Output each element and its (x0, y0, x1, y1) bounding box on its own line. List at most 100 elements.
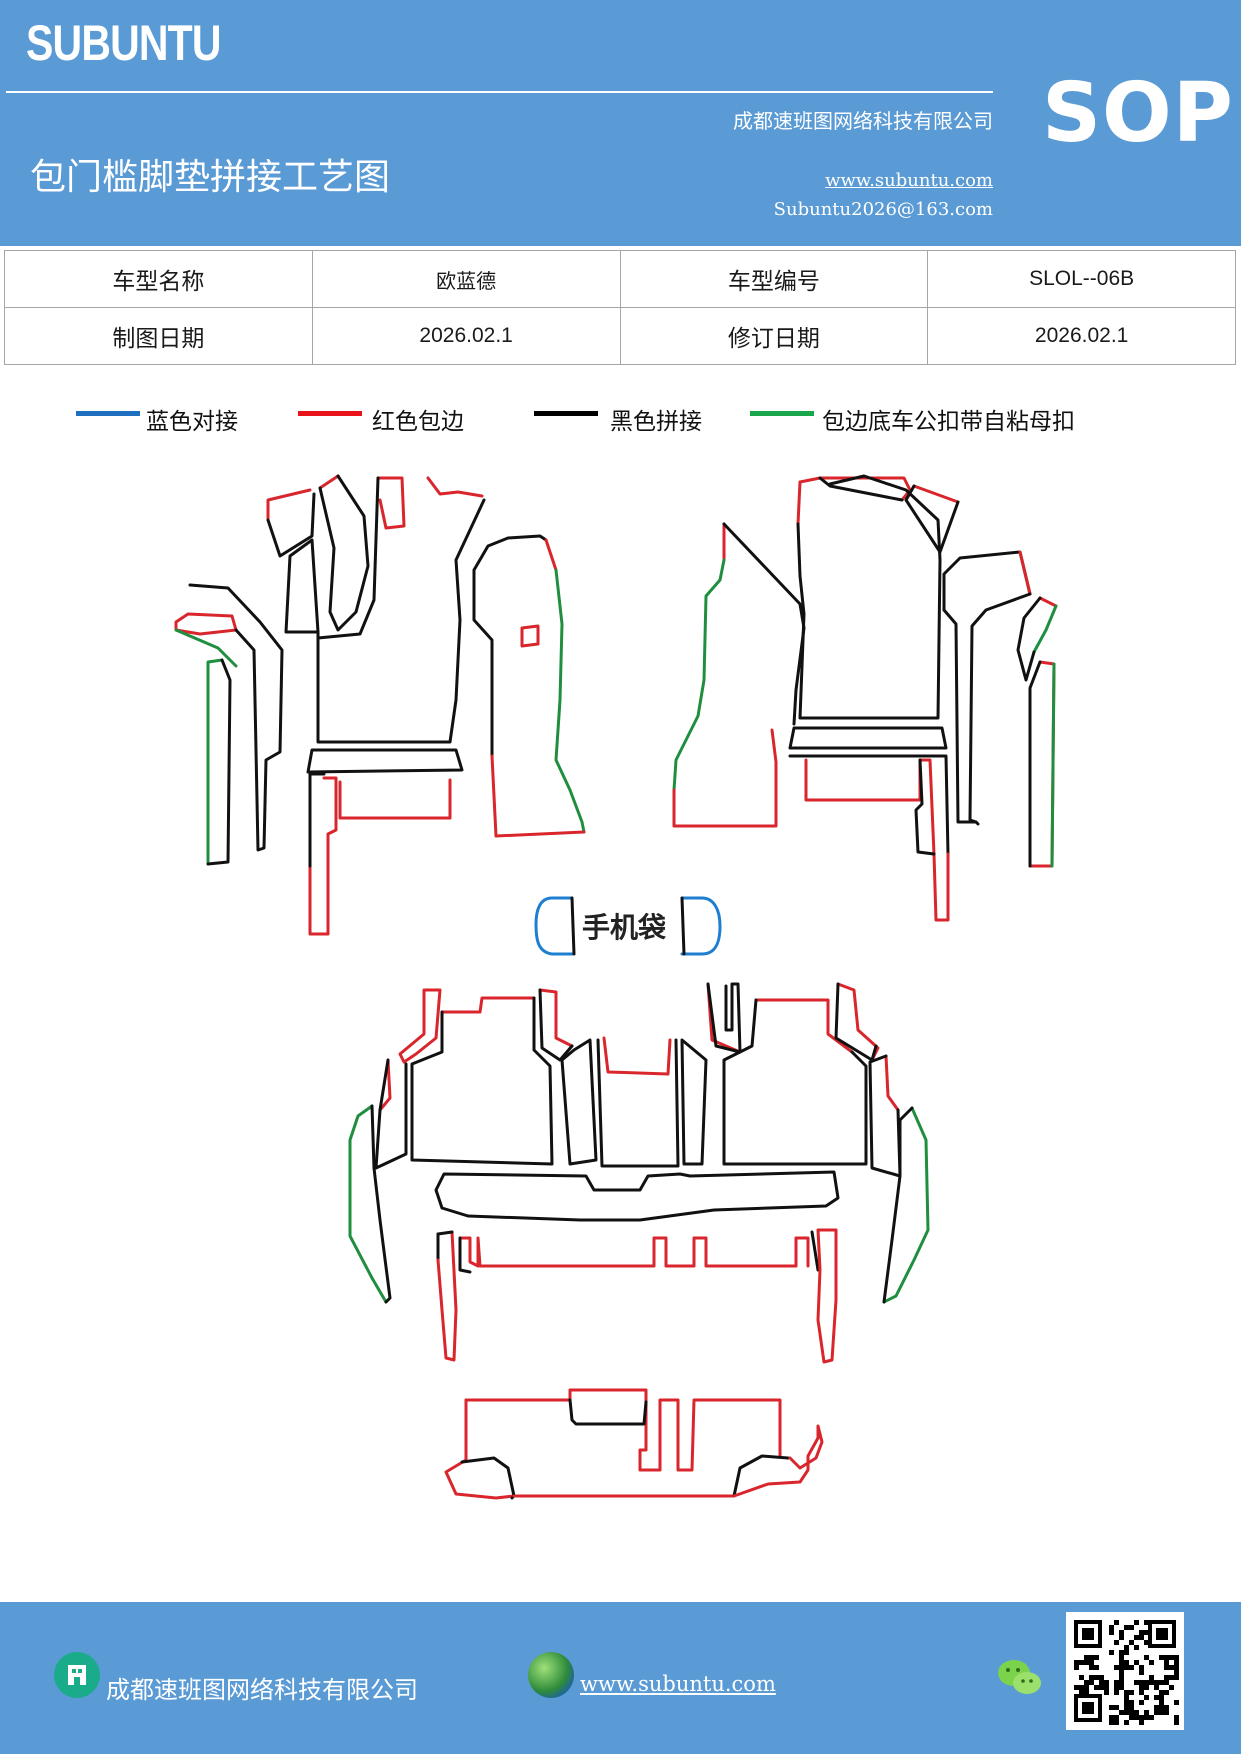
rear-mat-right-black (732, 1454, 790, 1498)
left-sill-strip-black (206, 658, 232, 866)
mid-left-pillar-red (538, 988, 574, 1048)
left-pillar (284, 538, 320, 634)
phone-pocket-left-black (570, 896, 576, 956)
right-under-strip-black (914, 758, 936, 856)
left-rear-panel-bottom-red (490, 754, 586, 838)
brand-logo: SUBUNTU (26, 15, 222, 71)
mid-center-body (596, 1038, 680, 1168)
right-sill-strip-green (1050, 662, 1056, 868)
wechat-icon[interactable] (996, 1656, 1044, 1700)
model-name-value: 欧蓝德 (311, 250, 621, 308)
left-top-tab (266, 492, 316, 558)
left-rear-clip-red (520, 624, 540, 648)
right-top-left-red (796, 480, 802, 526)
legend-label: 蓝色对接 (146, 409, 238, 435)
legend-swatch-blue (76, 411, 140, 416)
mid-sill-lower-red (436, 1230, 458, 1362)
mid-right-sill-black (810, 1230, 820, 1272)
mid-bottom-panel-red (458, 1236, 810, 1268)
legend-label: 包边底车公扣带自粘母扣 (822, 409, 1075, 435)
right-sill-panel-red (804, 758, 922, 802)
mid-right-sill-red (816, 1228, 838, 1364)
mid-far-right-green (882, 1106, 930, 1304)
mid-sill-bar (434, 1170, 840, 1222)
draw-date-label: 制图日期 (4, 307, 313, 365)
document-title: 包门槛脚垫拼接工艺图 (30, 157, 391, 198)
mid-right-tab (834, 982, 878, 1062)
mid-right-pillar (706, 982, 742, 1054)
model-code-label: 车型编号 (619, 250, 929, 308)
revise-date-value: 2026.02.1 (927, 307, 1236, 365)
rear-mat-left-black (460, 1456, 516, 1500)
front-mat-right-body (796, 474, 942, 720)
left-rear-panel (472, 534, 548, 758)
rear-mat-top-insert (568, 1398, 648, 1426)
left-sill-strip-green (206, 658, 224, 864)
left-under-strip-black (308, 772, 326, 868)
phone-pocket-left-blue (534, 896, 574, 956)
right-top-tab (904, 484, 960, 554)
mid-left-tab-red (398, 988, 442, 1064)
left-corner-green (174, 628, 238, 668)
mid-left-top-red (440, 996, 536, 1014)
left-b-pillar (318, 474, 370, 632)
table-row: 车型名称 欧蓝德 车型编号 SLOL--06B (4, 250, 1236, 308)
mid-right-body (722, 998, 868, 1166)
building-icon (54, 1652, 100, 1698)
legend-swatch-green (750, 411, 814, 416)
front-mat-notch-red (426, 476, 484, 498)
legend-swatch-red (298, 411, 362, 416)
mid-left-pillar (538, 988, 574, 1062)
phone-pocket-right-black (680, 896, 686, 956)
qr-code[interactable] (1066, 1612, 1184, 1730)
right-c-pillar (942, 608, 978, 824)
header-email: Subuntu2026@163.com (773, 199, 993, 220)
rear-mat-left-red (444, 1398, 516, 1500)
model-name-label: 车型名称 (4, 250, 313, 308)
mid-far-right-lower (882, 1106, 914, 1304)
mid-far-right-black (868, 1054, 902, 1178)
right-b-pillar (942, 550, 1032, 612)
footer-band: 成都速班图网络科技有限公司 www.subuntu.com (0, 1602, 1241, 1754)
left-sill-panel-red (338, 778, 452, 820)
rear-mat-top-red (464, 1388, 782, 1472)
mid-left-body (410, 996, 554, 1166)
header-company: 成都速班图网络科技有限公司 (733, 109, 993, 133)
left-rear-panel-green (554, 568, 586, 834)
table-row: 制图日期 2026.02.1 修订日期 2026.02.1 (4, 307, 1236, 365)
mid-right-tab-red (836, 982, 880, 1062)
mid-far-right-red (884, 1054, 900, 1112)
mid-left-narrow-strip (560, 1038, 598, 1166)
mid-far-left-black (374, 1058, 408, 1170)
legend-swatch-black (534, 411, 598, 416)
model-code-value: SLOL--06B (927, 250, 1236, 308)
legend-label: 黑色拼接 (610, 409, 702, 435)
header-website-link[interactable]: www.subuntu.com (825, 170, 993, 191)
mid-right-narrow-strip (680, 1038, 708, 1166)
footer-website-link[interactable]: www.subuntu.com (580, 1672, 776, 1696)
right-sill-strip-red (1028, 660, 1056, 868)
legend-label: 红色包边 (372, 409, 464, 435)
mid-bottom-panel-black (458, 1236, 472, 1274)
mid-sill-lower-left-black (436, 1230, 454, 1236)
revise-date-label: 修订日期 (619, 307, 929, 365)
right-corner-green (1032, 604, 1058, 654)
right-top-tab-red (912, 484, 960, 504)
right-top-edge-red (798, 476, 912, 502)
mid-far-left-red (378, 1058, 392, 1112)
globe-icon (528, 1652, 574, 1698)
vehicle-info-table: 车型名称 欧蓝德 车型编号 SLOL--06B 制图日期 2026.02.1 修… (4, 250, 1236, 365)
front-mat-left-edge (316, 476, 380, 640)
left-sill-bar (306, 748, 464, 774)
mid-center-top-red (602, 1036, 672, 1076)
left-door-strip (188, 583, 284, 852)
footer-company: 成都速班图网络科技有限公司 (106, 1676, 418, 1704)
header-band: SUBUNTU 成都速班图网络科技有限公司 包门槛脚垫拼接工艺图 www.sub… (0, 0, 1241, 246)
mid-far-left-lower (370, 1104, 392, 1304)
right-under-strip-red (918, 758, 950, 922)
right-top-cap (818, 476, 904, 502)
right-sill-bar (788, 726, 948, 750)
right-sill-lower (788, 754, 950, 856)
right-corner-red (1038, 596, 1058, 608)
